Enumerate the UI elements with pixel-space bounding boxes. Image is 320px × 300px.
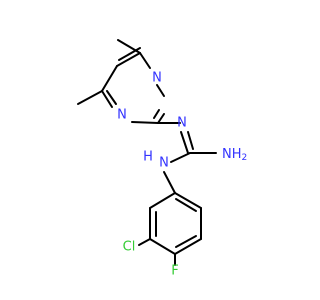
- bond: [101, 90, 113, 108]
- bond: [180, 131, 189, 154]
- bond: [101, 65, 118, 92]
- bond: [118, 47, 141, 61]
- bond: [139, 52, 151, 69]
- bond: [149, 238, 176, 255]
- atom-n-amine: N: [159, 156, 169, 171]
- nh2-subscript: 2: [242, 153, 248, 163]
- bond: [187, 131, 194, 150]
- bond: [116, 52, 141, 67]
- bond: [117, 39, 141, 54]
- atom-h-amine: H: [143, 150, 153, 165]
- bond: [174, 192, 202, 209]
- bond: [156, 84, 165, 97]
- bond: [138, 238, 151, 246]
- bond: [175, 198, 197, 212]
- molecule-canvas: N N N N H NH2 Cl F: [77, 39, 247, 279]
- bond: [170, 152, 191, 163]
- atom-labels: N N N N H NH2 Cl F: [117, 71, 247, 279]
- molecule-structure-diagram: N N N N H NH2 Cl F: [77, 39, 247, 279]
- atom-n-imine: N: [177, 116, 187, 131]
- bond: [163, 171, 176, 194]
- atom-nh2: NH2: [222, 147, 247, 164]
- bond: [77, 90, 103, 105]
- bond: [153, 109, 160, 119]
- bond: [106, 90, 117, 105]
- nh2-main: NH: [222, 147, 242, 162]
- atom-n-ring-top: N: [152, 71, 162, 86]
- bond: [157, 113, 165, 124]
- atom-cl: Cl: [123, 240, 136, 255]
- atom-f: F: [171, 264, 178, 279]
- atom-n-ring-bottom: N: [117, 108, 127, 123]
- bonds: [77, 39, 217, 266]
- bond: [174, 238, 202, 255]
- bond: [175, 235, 197, 248]
- bond: [149, 192, 176, 209]
- bond: [131, 121, 159, 124]
